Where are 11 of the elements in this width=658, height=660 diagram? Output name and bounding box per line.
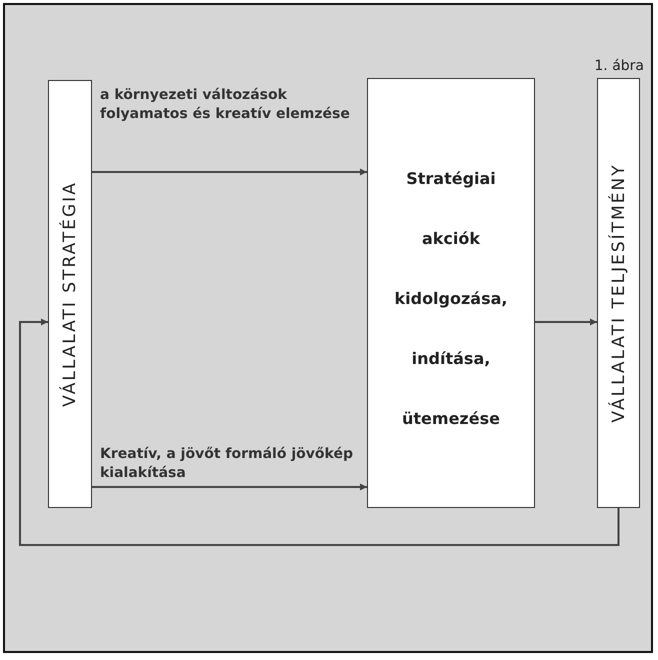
arrow bbox=[535, 318, 597, 326]
node-label: Stratégiai akciók kidolgozása, indítása, ütemezése bbox=[393, 168, 508, 430]
arrow bbox=[92, 168, 367, 176]
node-label: VÁLLALATI STRATÉGIA bbox=[60, 181, 80, 407]
arrow bbox=[19, 318, 620, 546]
process-box bbox=[367, 78, 535, 508]
node-label: VÁLLALATI TELJESÍTMÉNY bbox=[608, 163, 628, 423]
figure-number: 1. ábra bbox=[594, 58, 644, 74]
arrow bbox=[92, 484, 367, 490]
vertical-box bbox=[597, 78, 640, 508]
vertical-box bbox=[48, 80, 92, 508]
